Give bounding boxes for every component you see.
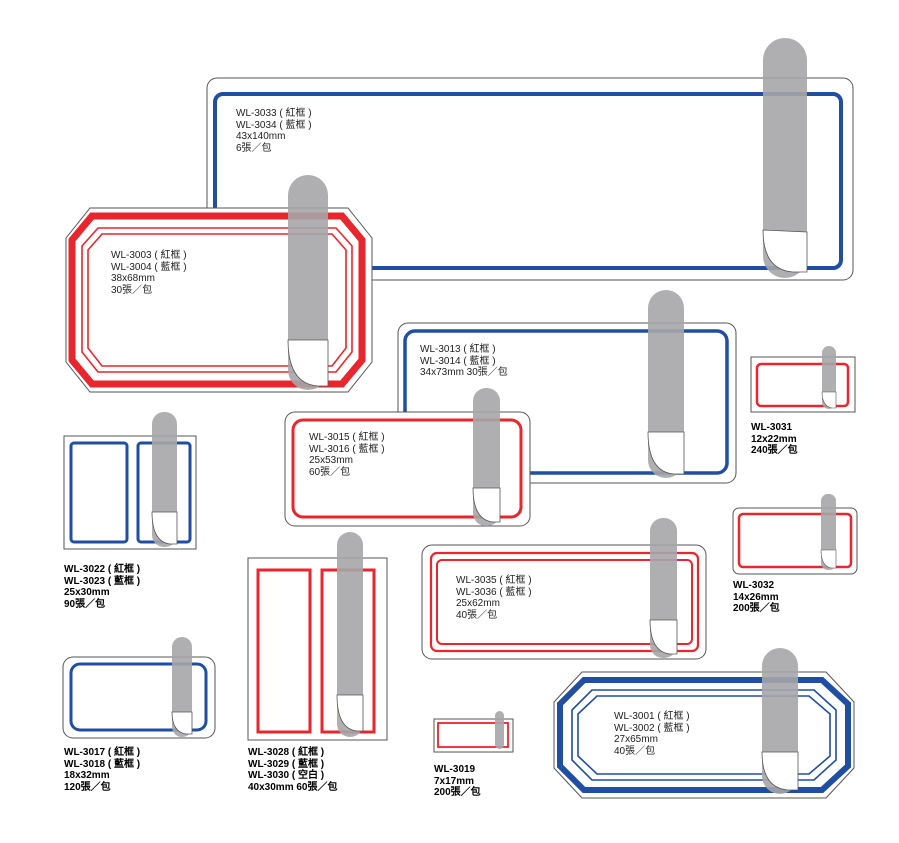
caption-line: 40張／包 — [614, 745, 656, 757]
label-sheet-wl3033 — [206, 38, 854, 281]
caption-line: 90張／包 — [64, 598, 106, 610]
caption-line: WL-3033 ( 紅框 ) — [236, 108, 312, 119]
label-sheet-wl3022 — [63, 412, 197, 550]
caption-line: 40x30mm 60張／包 — [248, 781, 338, 793]
label-sheet-wl3031 — [750, 346, 856, 413]
caption-line: WL-3013 ( 紅框 ) — [420, 344, 496, 355]
caption-line: WL-3023 ( 藍框 ) — [64, 575, 141, 587]
caption-line: WL-3036 ( 藍框 ) — [456, 586, 532, 598]
caption-line: WL-3014 ( 藍框 ) — [420, 355, 496, 367]
caption-line: 18x32mm — [64, 770, 110, 781]
caption-line: 7x17mm — [434, 775, 475, 787]
caption-line: 240張／包 — [751, 445, 798, 456]
caption-line: 25x30mm — [64, 587, 110, 598]
caption-line: 120張／包 — [64, 781, 111, 793]
label-sheet-wl3001 — [553, 648, 855, 799]
caption-line: 60張／包 — [309, 466, 351, 478]
caption-line: WL-3016 ( 藍框 ) — [309, 443, 385, 455]
caption-line: WL-3004 ( 藍框 ) — [111, 261, 187, 273]
caption-line: 200張／包 — [434, 787, 481, 798]
caption-line: 34x73mm 30張／包 — [420, 367, 508, 378]
label-sheet-wl3003 — [65, 175, 373, 393]
caption-wl3022: WL-3022 ( 紅框 ) WL-3023 ( 藍框 ) 25x30mm 90… — [64, 564, 140, 610]
label-sheet-wl3035 — [421, 518, 707, 660]
caption-line: WL-3018 ( 藍框 ) — [64, 758, 141, 770]
caption-wl3028: WL-3028 ( 紅框 ) WL-3029 ( 藍框 ) WL-3030 ( … — [248, 747, 338, 793]
caption-line: WL-3017 ( 紅框 ) — [64, 747, 141, 758]
caption-line: 40張／包 — [456, 609, 498, 621]
caption-wl3031: WL-3031 12x22mm 240張／包 — [751, 422, 798, 457]
caption-line: WL-3034 ( 藍框 ) — [236, 119, 312, 131]
caption-line: 27x65mm — [614, 734, 658, 745]
label-sheet-wl3017 — [62, 637, 216, 739]
caption-line: 43x140mm — [236, 131, 286, 142]
caption-line: WL-3032 — [733, 580, 775, 591]
label-sheet-wl3015 — [284, 388, 531, 527]
caption-line: WL-3019 — [434, 764, 476, 775]
caption-line: 12x22mm — [751, 433, 797, 445]
caption-line: WL-3002 ( 藍框 ) — [614, 722, 690, 734]
caption-line: WL-3001 ( 紅框 ) — [614, 711, 690, 722]
label-sheet-wl3019 — [433, 711, 514, 753]
caption-wl3015: WL-3015 ( 紅框 ) WL-3016 ( 藍框 ) 25x53mm 60… — [309, 432, 385, 478]
caption-wl3032: WL-3032 14x26mm 200張／包 — [733, 580, 780, 615]
caption-line: WL-3029 ( 藍框 ) — [248, 758, 325, 770]
caption-wl3035: WL-3035 ( 紅框 ) WL-3036 ( 藍框 ) 25x62mm 40… — [456, 575, 532, 621]
caption-line: 6張／包 — [236, 142, 272, 154]
caption-line: WL-3035 ( 紅框 ) — [456, 575, 532, 586]
caption-wl3019: WL-3019 7x17mm 200張／包 — [434, 764, 481, 799]
caption-line: WL-3022 ( 紅框 ) — [64, 564, 141, 575]
label-sheet-wl3028 — [247, 532, 388, 741]
caption-line: WL-3015 ( 紅框 ) — [309, 432, 385, 443]
caption-line: WL-3003 ( 紅框 ) — [111, 250, 187, 261]
caption-wl3003: WL-3003 ( 紅框 ) WL-3004 ( 藍框 ) 38x68mm 30… — [111, 250, 187, 296]
caption-line: 38x68mm — [111, 273, 155, 284]
caption-line: WL-3030 ( 空白 ) — [248, 770, 325, 781]
caption-line: 25x62mm — [456, 598, 500, 609]
caption-wl3017: WL-3017 ( 紅框 ) WL-3018 ( 藍框 ) 18x32mm 12… — [64, 747, 140, 793]
caption-line: 14x26mm — [733, 591, 779, 603]
caption-line: 25x53mm — [309, 455, 353, 466]
caption-line: 200張／包 — [733, 603, 780, 614]
caption-wl3033: WL-3033 ( 紅框 ) WL-3034 ( 藍框 ) 43x140mm 6… — [236, 108, 312, 154]
caption-wl3013: WL-3013 ( 紅框 ) WL-3014 ( 藍框 ) 34x73mm 30… — [420, 344, 508, 379]
label-sheet-wl3032 — [732, 494, 858, 575]
caption-wl3001: WL-3001 ( 紅框 ) WL-3002 ( 藍框 ) 27x65mm 40… — [614, 711, 690, 757]
caption-line: WL-3028 ( 紅框 ) — [248, 747, 325, 758]
caption-line: 30張／包 — [111, 284, 153, 296]
caption-line: WL-3031 — [751, 422, 793, 433]
